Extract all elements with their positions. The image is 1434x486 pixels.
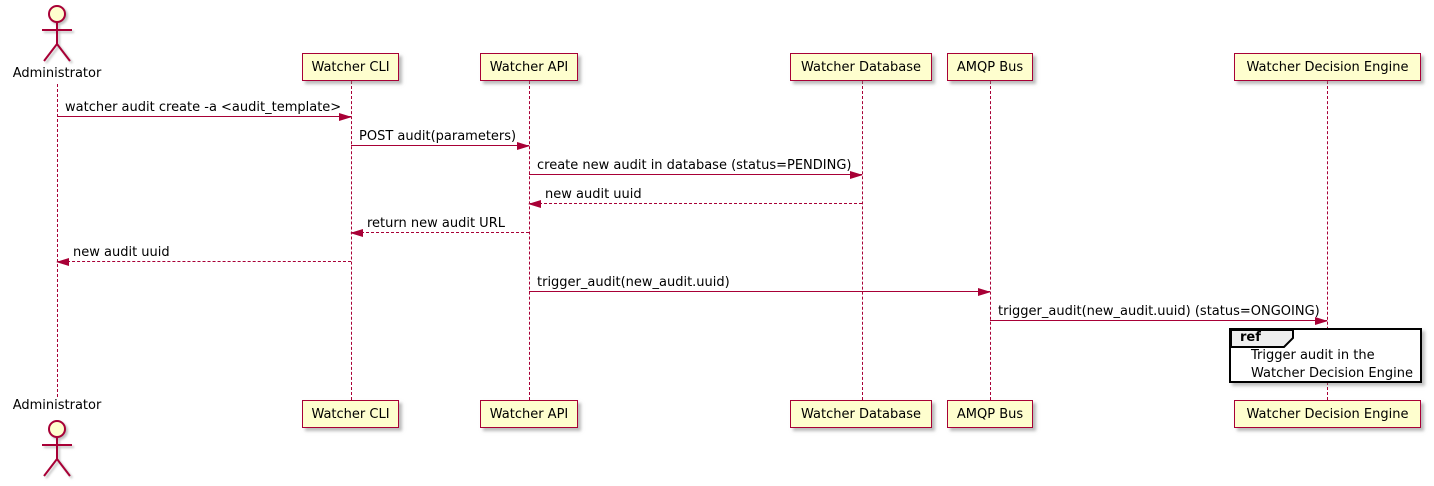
arrowhead-icon xyxy=(528,200,541,208)
message-trigger-audit: trigger_audit(new_audit.uuid) xyxy=(529,272,991,296)
message-line xyxy=(57,261,351,262)
message-text: new audit uuid xyxy=(545,187,642,202)
actor-icon xyxy=(42,420,72,477)
ref-text: Trigger audit in the Watcher Decision En… xyxy=(1251,347,1413,383)
actor-icon xyxy=(42,5,72,62)
message-text: return new audit URL xyxy=(367,216,505,231)
message-text: trigger_audit(new_audit.uuid) (status=ON… xyxy=(998,304,1320,319)
message-new-audit-uuid-db: new audit uuid xyxy=(528,184,862,208)
message-post-audit: POST audit(parameters) xyxy=(351,126,530,150)
message-line xyxy=(529,291,990,292)
arrowhead-icon xyxy=(517,142,530,150)
ref-text-line1: Trigger audit in the xyxy=(1251,348,1375,363)
lifeline-watcher-cli xyxy=(351,81,352,400)
participant-label: Watcher Decision Engine xyxy=(1246,406,1409,422)
participant-watcher-api-top: Watcher API xyxy=(480,53,578,81)
actor-label-bottom: Administrator xyxy=(12,398,102,413)
participant-watcher-decision-engine-top: Watcher Decision Engine xyxy=(1234,53,1421,81)
message-line xyxy=(57,116,351,117)
participant-label: Watcher CLI xyxy=(311,406,390,422)
ref-text-line2: Watcher Decision Engine xyxy=(1251,366,1413,381)
participant-label: AMQP Bus xyxy=(956,406,1024,422)
message-new-audit-uuid-admin: new audit uuid xyxy=(56,242,351,266)
ref-fragment: ref Trigger audit in the Watcher Decisio… xyxy=(1229,328,1422,383)
participant-watcher-database-bottom: Watcher Database xyxy=(790,400,932,428)
message-text: POST audit(parameters) xyxy=(359,129,517,144)
message-text: trigger_audit(new_audit.uuid) xyxy=(537,275,730,290)
participant-watcher-database-top: Watcher Database xyxy=(790,53,932,81)
message-line xyxy=(351,145,529,146)
lifeline-amqp-bus xyxy=(990,81,991,400)
message-line xyxy=(351,232,529,233)
message-audit-create: watcher audit create -a <audit_template> xyxy=(57,97,352,121)
participant-label: Watcher API xyxy=(489,406,569,422)
participant-watcher-decision-engine-bottom: Watcher Decision Engine xyxy=(1234,400,1421,428)
message-text: create new audit in database (status=PEN… xyxy=(537,158,852,173)
message-line xyxy=(529,203,862,204)
arrowhead-icon xyxy=(850,171,863,179)
arrowhead-icon xyxy=(978,288,991,296)
participant-watcher-cli-bottom: Watcher CLI xyxy=(302,400,399,428)
lifeline-watcher-api xyxy=(529,81,530,400)
message-text: new audit uuid xyxy=(73,245,170,260)
arrowhead-icon xyxy=(339,113,352,121)
participant-watcher-cli-top: Watcher CLI xyxy=(302,53,399,81)
message-return-audit-url: return new audit URL xyxy=(350,213,529,237)
lifeline-administrator xyxy=(57,84,58,397)
message-create-audit-db: create new audit in database (status=PEN… xyxy=(529,155,863,179)
message-text: watcher audit create -a <audit_template> xyxy=(65,100,342,115)
lifeline-watcher-database xyxy=(862,81,863,400)
message-line xyxy=(529,174,862,175)
ref-keyword: ref xyxy=(1240,330,1261,345)
participant-label: Watcher API xyxy=(489,59,569,75)
participant-watcher-api-bottom: Watcher API xyxy=(480,400,578,428)
message-trigger-audit-ongoing: trigger_audit(new_audit.uuid) (status=ON… xyxy=(990,301,1328,325)
actor-label-top: Administrator xyxy=(12,66,102,81)
participant-amqp-bus-bottom: AMQP Bus xyxy=(947,400,1033,428)
participant-label: AMQP Bus xyxy=(956,59,1024,75)
participant-label: Watcher Decision Engine xyxy=(1246,59,1409,75)
arrowhead-icon xyxy=(350,229,363,237)
arrowhead-icon xyxy=(1315,317,1328,325)
participant-label: Watcher Database xyxy=(801,59,921,75)
ref-header-icon xyxy=(1230,329,1294,348)
message-line xyxy=(990,320,1327,321)
lifeline-watcher-decision-engine xyxy=(1327,81,1328,400)
participant-label: Watcher Database xyxy=(801,406,921,422)
participant-amqp-bus-top: AMQP Bus xyxy=(947,53,1033,81)
participant-label: Watcher CLI xyxy=(311,59,390,75)
arrowhead-icon xyxy=(56,258,69,266)
